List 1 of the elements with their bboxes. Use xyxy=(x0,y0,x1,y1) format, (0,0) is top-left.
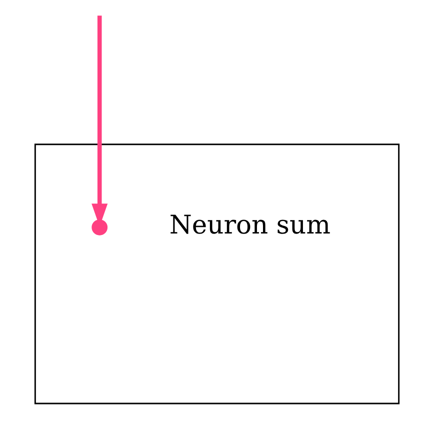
node-label: Neuron sum xyxy=(169,210,331,241)
